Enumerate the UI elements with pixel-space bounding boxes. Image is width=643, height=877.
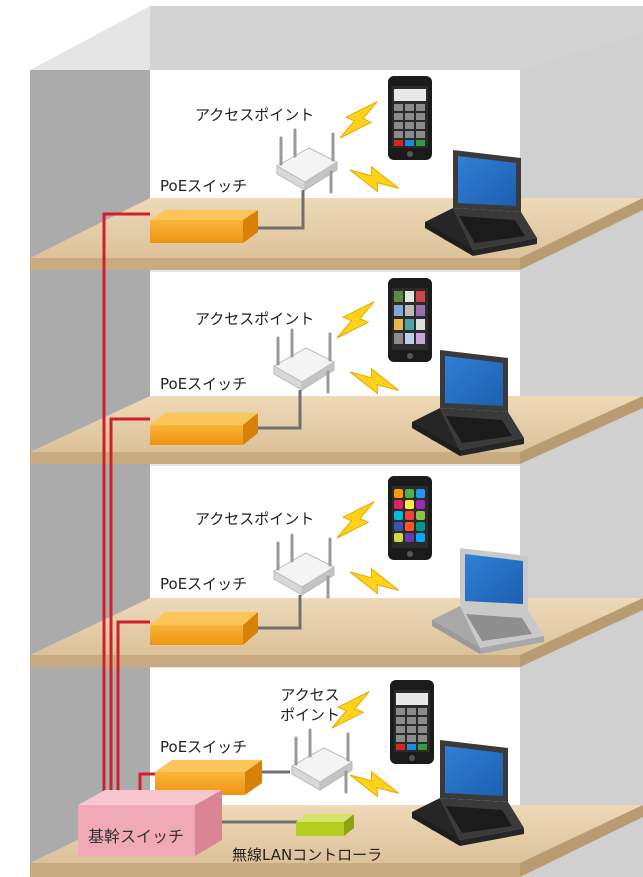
- signal-bolt-7: [349, 567, 400, 595]
- ap-label-floor-4-line2: ポイント: [279, 706, 340, 724]
- left-wall: [30, 70, 150, 877]
- poe-switch-label-floor-4: PoEスイッチ: [160, 738, 248, 756]
- access-point-3: [272, 533, 336, 599]
- access-point-1: [275, 128, 339, 194]
- ap-label-floor-1: アクセスポイント: [195, 106, 315, 124]
- signal-bolt-5: [349, 165, 400, 193]
- smartphone-2: [388, 278, 432, 362]
- signal-bolt-6: [349, 367, 400, 395]
- wireless-signals: [331, 101, 400, 798]
- smartphone-4: [390, 680, 434, 764]
- laptop-2: [412, 350, 524, 456]
- wlan-controller-label: 無線LANコントローラ: [232, 846, 383, 864]
- signal-bolt-3: [336, 501, 375, 539]
- access-point-2: [272, 328, 336, 394]
- signal-bolt-2: [336, 301, 375, 339]
- signal-bolt-8: [349, 770, 400, 798]
- ap-label-floor-3: アクセスポイント: [195, 510, 315, 528]
- poe-switch-label-floor-2: PoEスイッチ: [160, 375, 248, 393]
- smartphone-1: [388, 76, 432, 160]
- core-switch: [78, 790, 222, 856]
- ap-label-floor-4-line1: アクセス: [280, 686, 340, 704]
- access-point-4: [290, 728, 354, 794]
- wlan-controller: [296, 814, 354, 836]
- signal-bolt-4: [331, 691, 370, 729]
- laptop-4: [412, 740, 524, 846]
- poe-switch-1: [150, 210, 258, 243]
- smartphones: [388, 76, 434, 764]
- smartphone-3: [388, 476, 432, 560]
- laptops: [412, 150, 544, 846]
- poe-switch-label-floor-1: PoEスイッチ: [160, 177, 248, 195]
- poe-switch-4: [155, 760, 262, 795]
- signal-bolt-1: [339, 101, 378, 139]
- ap-label-floor-2: アクセスポイント: [195, 310, 315, 328]
- laptop-1: [425, 150, 537, 256]
- poe-switch-2: [150, 413, 258, 445]
- core-switch-label: 基幹スイッチ: [88, 827, 185, 846]
- poe-switch-label-floor-3: PoEスイッチ: [160, 575, 248, 593]
- laptop-3: [432, 548, 544, 654]
- access-points: [272, 128, 354, 794]
- poe-switch-3: [150, 612, 258, 645]
- uplink-cables: [102, 212, 160, 800]
